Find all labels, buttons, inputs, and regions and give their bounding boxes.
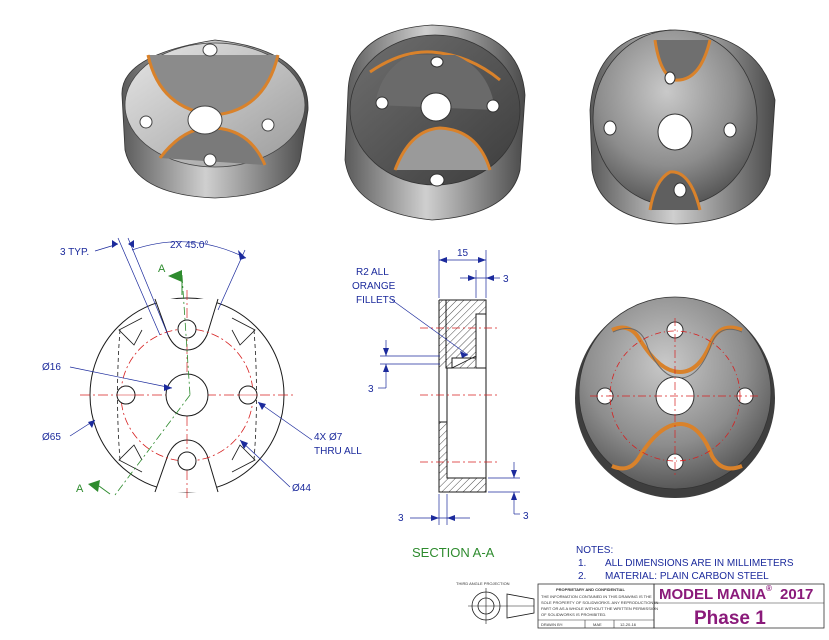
isometric-render-3 (589, 29, 776, 225)
dim-dia-16: Ø16 (42, 362, 61, 373)
section-view (378, 250, 520, 525)
dim-3-left: 3 (368, 384, 374, 395)
dim-holes-line2: THRU ALL (314, 446, 362, 457)
dim-angle: 2X 45.0° (170, 240, 208, 251)
proprietary-line-2: SOLE PROPERTY OF SOLIDWORKS. ANY REPRODU… (541, 600, 658, 605)
note-2-text: MATERIAL: PLAIN CARBON STEEL (605, 571, 769, 582)
fillet-note-line1: R2 ALL (356, 267, 389, 278)
dim-holes-line1: 4X Ø7 (314, 432, 343, 443)
note-2-number: 2. (578, 571, 586, 582)
proprietary-heading: PROPRIETARY AND CONFIDENTIAL (556, 587, 625, 592)
dim-3-typ: 3 TYP. (60, 247, 89, 258)
dim-3-top-right: 3 (503, 274, 509, 285)
fillet-note-line3: FILLETS (356, 295, 396, 306)
section-label-a-top: A (158, 263, 166, 275)
title-registered-mark: ® (766, 584, 772, 593)
drawn-by-value: MAE (593, 622, 602, 627)
note-1-number: 1. (578, 558, 586, 569)
dim-3-bottom-right: 3 (523, 511, 529, 522)
notes-heading: NOTES: (576, 545, 613, 556)
title-year: 2017 (780, 586, 813, 603)
title-block: THIRD ANGLE PROJECTION PROPRIETARY AND C… (456, 581, 825, 629)
isometric-render-1 (121, 39, 309, 199)
section-view-title: SECTION A-A (412, 545, 495, 560)
fillet-note-line2: ORANGE (352, 281, 396, 292)
dim-3-bottom-left: 3 (398, 513, 404, 524)
dim-dia-65: Ø65 (42, 432, 61, 443)
proprietary-line-4: OF SOLIDWORKS IS PROHIBITED. (541, 612, 606, 617)
section-label-a-bottom: A (76, 483, 84, 495)
drawn-by-label: DRAWN BY: (541, 622, 563, 627)
proprietary-line-1: THE INFORMATION CONTAINED IN THIS DRAWIN… (541, 594, 652, 599)
isometric-render-2 (344, 24, 526, 221)
dim-dia-44: Ø44 (292, 483, 311, 494)
proprietary-line-3: PART OR AS A WHOLE WITHOUT THE WRITTEN P… (541, 606, 658, 611)
notes: NOTES: 1. ALL DIMENSIONS ARE IN MILLIMET… (576, 545, 794, 582)
drawing-date: 12-20-16 (620, 622, 637, 627)
phase-label: Phase 1 (694, 608, 766, 629)
dim-15: 15 (457, 248, 469, 259)
projection-label: THIRD ANGLE PROJECTION (456, 581, 510, 586)
front-view (69, 237, 313, 500)
note-1-text: ALL DIMENSIONS ARE IN MILLIMETERS (605, 558, 794, 569)
third-angle-projection-icon (468, 588, 535, 624)
front-view-labels: 3 TYP. 2X 45.0° A A Ø16 Ø65 4X Ø7 THRU A… (42, 240, 362, 495)
title-main: MODEL MANIA (659, 586, 766, 603)
section-view-labels: R2 ALL ORANGE FILLETS 15 3 3 3 3 SECTION… (352, 248, 529, 560)
isometric-render-4 (575, 296, 775, 498)
